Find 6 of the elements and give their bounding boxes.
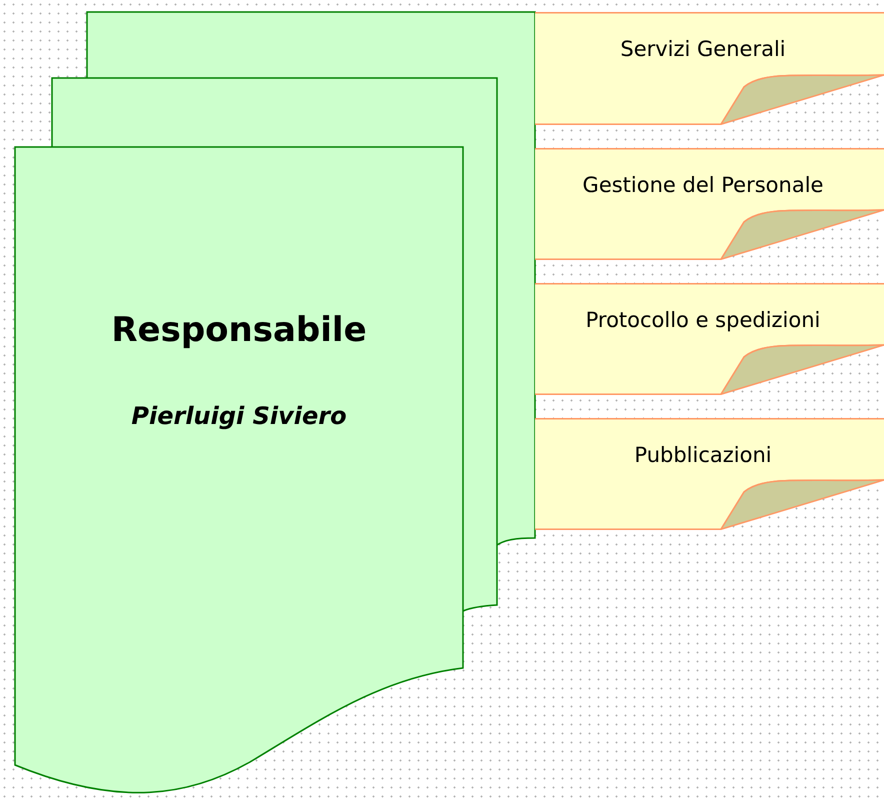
note-text: Gestione del Personale: [582, 173, 824, 197]
heading-text: Responsabile: [111, 310, 367, 350]
note-text: Servizi Generali: [620, 37, 786, 61]
name-text: Pierluigi Siviero: [131, 402, 347, 430]
note-text: Protocollo e spedizioni: [586, 308, 820, 332]
note-text: Pubblicazioni: [634, 443, 772, 467]
